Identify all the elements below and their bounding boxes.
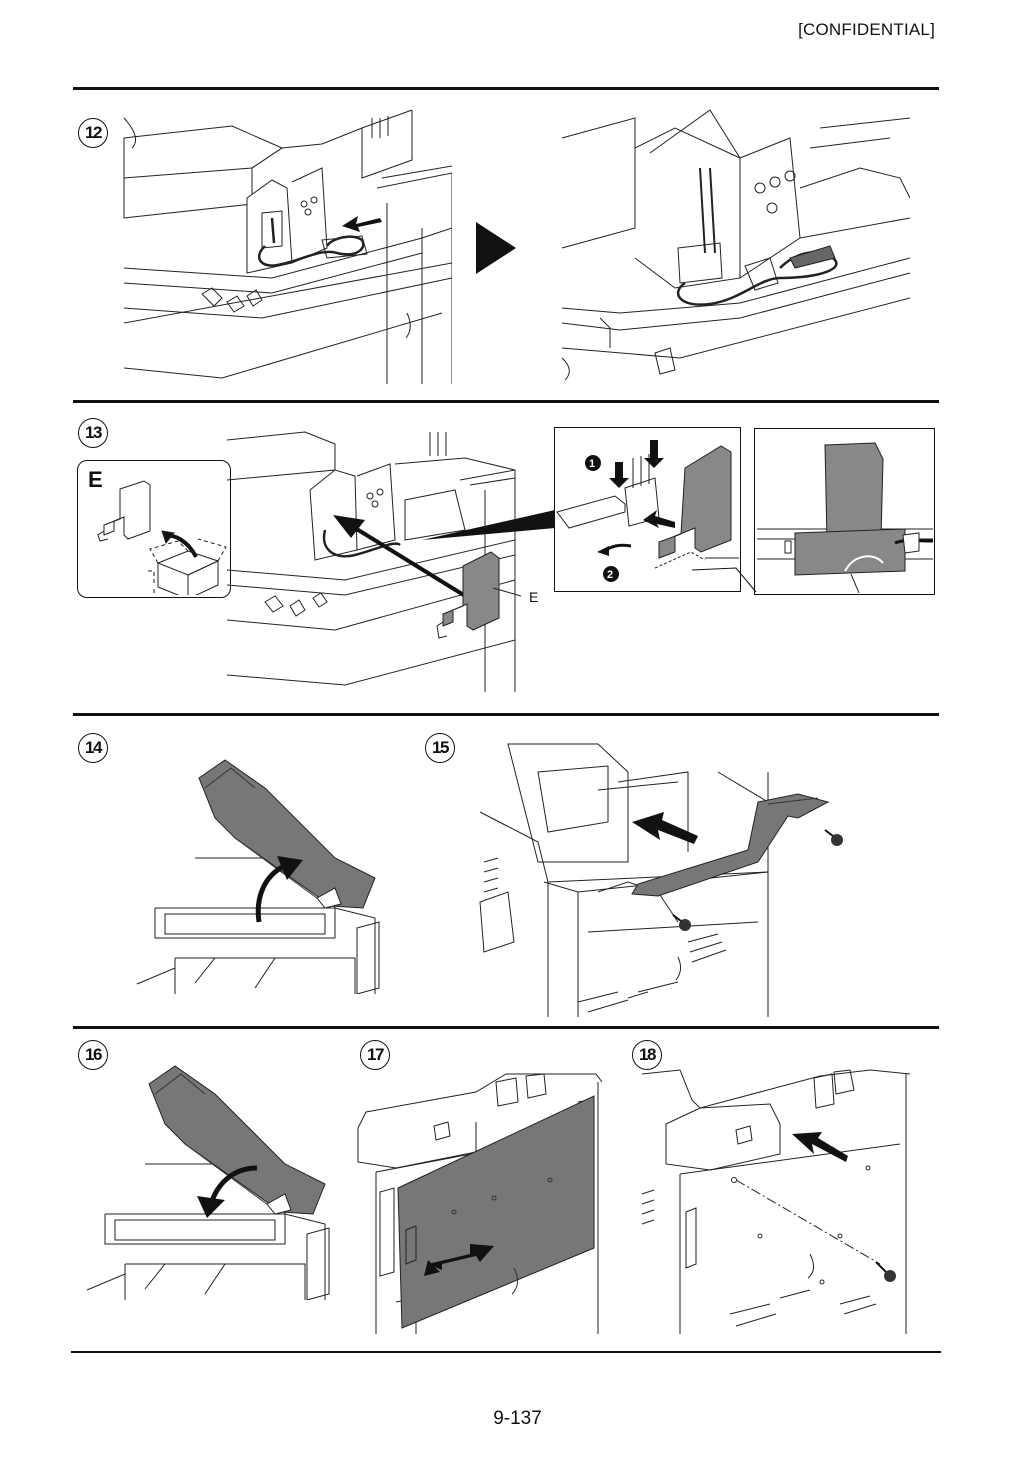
step15-insert-arrow bbox=[632, 812, 698, 844]
page-number: 9-137 bbox=[493, 1408, 542, 1429]
section-rule-13 bbox=[73, 400, 939, 403]
section-rule-bottom bbox=[71, 1351, 941, 1353]
step12-insert-arrow bbox=[342, 216, 382, 232]
step17-slide-arrow bbox=[424, 1244, 494, 1276]
step13-part-e-cover bbox=[436, 551, 500, 639]
step13-part-e-box: E bbox=[77, 460, 231, 598]
step13-zoom-arrows: 1 2 bbox=[585, 440, 675, 582]
step-number-14: 14 bbox=[78, 733, 108, 763]
part-e-label: E bbox=[88, 467, 103, 492]
step13-zoom-connector-2 bbox=[690, 560, 760, 601]
step17-illustration bbox=[356, 1072, 606, 1334]
step-number-17: 17 bbox=[360, 1040, 390, 1070]
step18-illustration bbox=[640, 1064, 914, 1334]
part-e-callout: E bbox=[529, 589, 538, 605]
step-number-12: 12 bbox=[78, 118, 108, 148]
step14-illustration bbox=[135, 758, 385, 994]
order-1-badge: 1 bbox=[589, 458, 595, 470]
step13-zoom-detail-2 bbox=[754, 428, 935, 595]
step-number-15: 15 bbox=[425, 733, 455, 763]
step13-zoom-detail-1: 1 2 bbox=[554, 427, 741, 592]
step16-illustration bbox=[85, 1064, 335, 1300]
step13-zoom-connector bbox=[420, 500, 560, 565]
step-number-16: 16 bbox=[78, 1040, 108, 1070]
step16-close-arrow bbox=[197, 1165, 258, 1218]
section-rule-top bbox=[73, 87, 939, 90]
step12-illustration-before bbox=[122, 108, 452, 384]
order-2-badge: 2 bbox=[607, 569, 613, 581]
step15-illustration bbox=[478, 742, 848, 1017]
step-number-13: 13 bbox=[78, 418, 108, 448]
step-number-18: 18 bbox=[632, 1040, 662, 1070]
sequence-arrow-icon bbox=[474, 220, 518, 281]
section-rule-16 bbox=[73, 1026, 939, 1029]
step13-insert-arrow bbox=[333, 515, 477, 604]
section-rule-14 bbox=[73, 713, 939, 716]
confidential-header: [CONFIDENTIAL] bbox=[798, 20, 935, 39]
step15-cover-plate bbox=[631, 793, 830, 897]
step12-illustration-after bbox=[560, 108, 910, 384]
step13-illustration-main: E bbox=[225, 430, 550, 692]
step14-open-arrow bbox=[255, 856, 303, 923]
step18-insert-arrow bbox=[792, 1132, 848, 1162]
screw-icon bbox=[824, 829, 843, 846]
screw-icon bbox=[672, 914, 691, 931]
step17-side-panel bbox=[397, 1095, 595, 1329]
screw-icon bbox=[875, 1261, 896, 1282]
